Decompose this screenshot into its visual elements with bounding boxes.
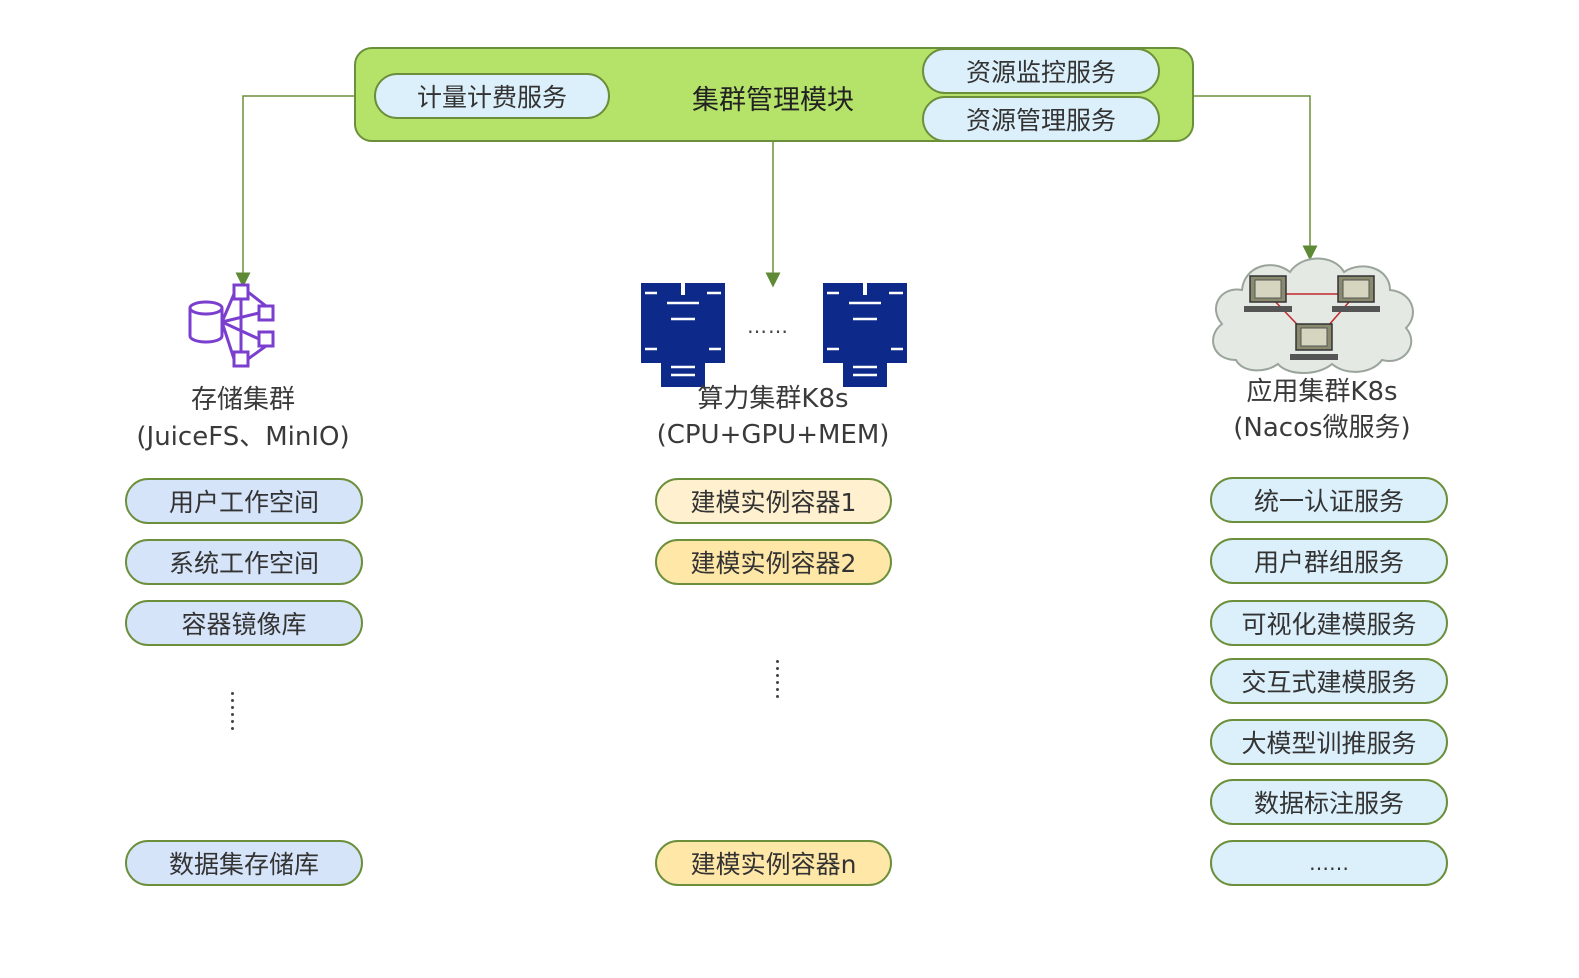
app-service-item: 用户群组服务 xyxy=(1210,538,1448,584)
app-service-item-ellipsis: …… xyxy=(1210,840,1448,886)
storage-network-icon xyxy=(188,283,275,368)
compute-vertical-ellipsis xyxy=(776,660,780,702)
cloud-network-icon xyxy=(1212,257,1414,374)
compute-item: 建模实例容器1 xyxy=(655,478,892,524)
app-service-label: 交互式建模服务 xyxy=(1241,668,1417,697)
storage-item-label: 用户工作空间 xyxy=(168,488,319,517)
app-service-item: 交互式建模服务 xyxy=(1210,658,1448,704)
module-title: 集群管理模块 xyxy=(692,85,854,116)
compute-cluster-title: 算力集群K8s xyxy=(697,384,849,414)
app-service-item: 可视化建模服务 xyxy=(1210,600,1448,646)
app-service-label: 可视化建模服务 xyxy=(1241,610,1417,639)
server-ellipsis: …… xyxy=(747,314,789,338)
monitor-service-pill: 资源监控服务 xyxy=(922,48,1160,94)
app-service-label: …… xyxy=(1309,851,1349,875)
storage-item-label: 数据集存储库 xyxy=(168,850,319,879)
billing-service-pill: 计量计费服务 xyxy=(374,73,610,119)
storage-item: 用户工作空间 xyxy=(125,478,363,524)
server-icon xyxy=(641,283,725,387)
app-service-label: 数据标注服务 xyxy=(1253,789,1404,818)
connector-to-app xyxy=(1194,95,1318,261)
resource-service-pill: 资源管理服务 xyxy=(922,96,1160,142)
storage-item: 系统工作空间 xyxy=(125,539,363,585)
app-service-item: 数据标注服务 xyxy=(1210,779,1448,825)
compute-item-last: 建模实例容器n xyxy=(655,840,892,886)
storage-item-label: 系统工作空间 xyxy=(168,549,319,578)
storage-item-label: 容器镜像库 xyxy=(181,610,307,639)
app-service-label: 用户群组服务 xyxy=(1253,548,1404,577)
storage-item: 容器镜像库 xyxy=(125,600,363,646)
storage-cluster-title: 存储集群 xyxy=(190,385,295,415)
app-cluster-title: 应用集群K8s xyxy=(1246,377,1398,407)
storage-vertical-ellipsis xyxy=(231,692,235,734)
resource-service-label: 资源管理服务 xyxy=(965,106,1116,135)
app-cluster-subtitle: (Nacos微服务) xyxy=(1233,413,1411,443)
compute-item-label: 建模实例容器n xyxy=(690,850,857,879)
compute-cluster-subtitle: (CPU+GPU+MEM) xyxy=(656,420,890,450)
compute-item: 建模实例容器2 xyxy=(655,539,892,585)
server-icon xyxy=(823,283,907,387)
storage-cluster-subtitle: (JuiceFS、MinIO) xyxy=(136,422,350,452)
app-service-label: 大模型训推服务 xyxy=(1241,729,1417,758)
app-service-item: 大模型训推服务 xyxy=(1210,719,1448,765)
monitor-service-label: 资源监控服务 xyxy=(965,58,1116,87)
billing-service-label: 计量计费服务 xyxy=(416,83,567,112)
compute-item-label: 建模实例容器1 xyxy=(690,488,857,517)
connector-to-storage xyxy=(235,95,354,288)
app-service-label: 统一认证服务 xyxy=(1253,487,1404,516)
storage-item-last: 数据集存储库 xyxy=(125,840,363,886)
compute-item-label: 建模实例容器2 xyxy=(690,549,857,578)
app-service-item: 统一认证服务 xyxy=(1210,477,1448,523)
